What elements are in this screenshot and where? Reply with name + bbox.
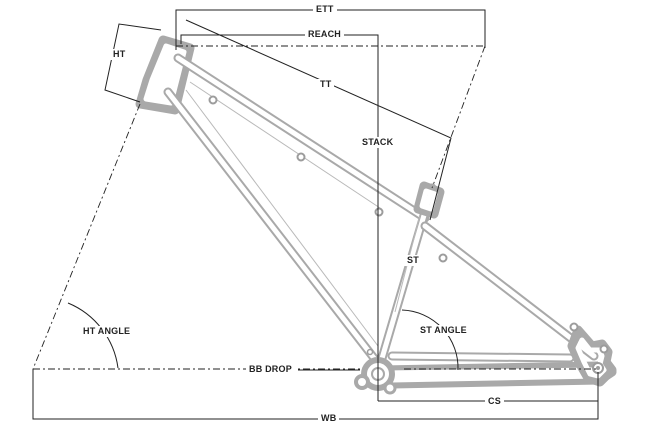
wb-dimension-line: [32, 369, 599, 420]
dropout-bolt-icon: [569, 322, 579, 332]
seat-stay: [420, 221, 599, 361]
cable-guide-bolt-icon: [374, 207, 384, 217]
bottle-bolt-icon: [296, 152, 306, 162]
seat-stay-bolt-icon: [438, 253, 448, 263]
stack-label: STACK: [359, 137, 397, 148]
reach-label: REACH: [305, 29, 345, 40]
tt-label: TT: [317, 79, 335, 90]
dropout-bolt-icon: [599, 344, 609, 354]
tt-dimension-line: [185, 19, 452, 221]
reference-lines: [32, 45, 596, 371]
bottle-bolt-icon: [208, 95, 218, 105]
rear-dropout: [567, 325, 617, 387]
head-tube: [135, 35, 195, 115]
bike-frame: [135, 35, 617, 395]
ett-label: ETT: [313, 4, 337, 15]
bottom-bracket: [354, 357, 397, 395]
down-tube: [163, 87, 382, 367]
ht-angle-label: HT ANGLE: [80, 326, 134, 337]
top-tube: [173, 53, 430, 223]
wb-label: WB: [318, 413, 340, 424]
ht-label: HT: [110, 49, 129, 60]
bb-drop-label: BB DROP: [246, 364, 295, 375]
reach-dimension-line: [180, 34, 379, 401]
st-angle-label: ST ANGLE: [417, 325, 470, 336]
st-label: ST: [404, 255, 422, 266]
seat-tube: [373, 181, 445, 377]
cs-label: CS: [485, 396, 504, 407]
